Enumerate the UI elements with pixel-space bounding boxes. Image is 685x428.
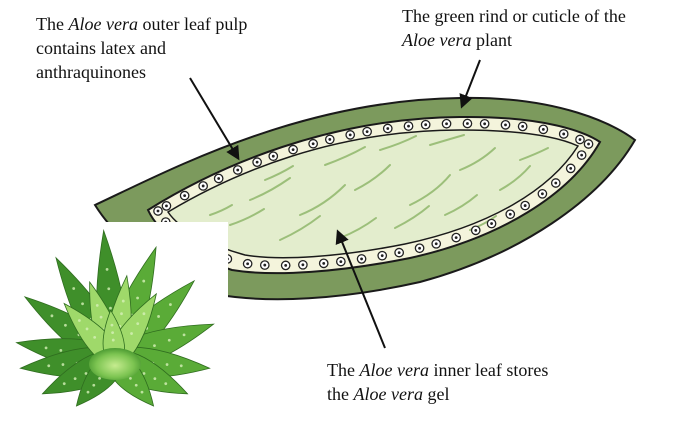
cell-dot-icon: [346, 131, 354, 139]
cell-dot-icon: [162, 202, 170, 210]
cell-dot-icon: [269, 152, 277, 160]
cell-dot-icon: [463, 119, 471, 127]
cell-dot-icon: [584, 140, 592, 148]
cell-dot-icon: [518, 122, 526, 130]
cell-dot-icon: [501, 121, 509, 129]
cell-dot-icon: [521, 201, 529, 209]
cell-dot-icon: [320, 259, 328, 267]
cell-dot-icon: [552, 179, 560, 187]
cell-dot-icon: [363, 127, 371, 135]
cell-dot-icon: [384, 124, 392, 132]
cell-dot-icon: [538, 190, 546, 198]
cell-dot-icon: [378, 251, 386, 259]
cell-dot-icon: [472, 226, 480, 234]
cell-dot-icon: [309, 140, 317, 148]
cell-dot-icon: [154, 207, 162, 215]
cell-dot-icon: [421, 120, 429, 128]
cell-dot-icon: [576, 135, 584, 143]
cell-dot-icon: [289, 145, 297, 153]
cell-dot-icon: [415, 244, 423, 252]
cell-dot-icon: [539, 125, 547, 133]
cell-dot-icon: [199, 182, 207, 190]
inner-leaf-label: The Aloe vera inner leaf stores the Aloe…: [327, 358, 548, 406]
cell-dot-icon: [452, 233, 460, 241]
cell-dot-icon: [442, 120, 450, 128]
cell-dot-icon: [506, 210, 514, 218]
outer-pulp-label: The Aloe vera outer leaf pulp contains l…: [36, 12, 247, 84]
rind-label: The green rind or cuticle of the Aloe ve…: [402, 4, 626, 52]
cell-dot-icon: [432, 240, 440, 248]
cell-dot-icon: [560, 130, 568, 138]
cell-dot-icon: [180, 191, 188, 199]
cell-dot-icon: [480, 120, 488, 128]
cell-dot-icon: [357, 255, 365, 263]
cell-dot-icon: [243, 260, 251, 268]
cell-dot-icon: [337, 257, 345, 265]
cell-dot-icon: [395, 248, 403, 256]
cell-dot-icon: [326, 135, 334, 143]
outer-pulp-pointer: [190, 78, 238, 158]
cell-dot-icon: [566, 164, 574, 172]
cell-dot-icon: [261, 261, 269, 269]
cell-dot-icon: [487, 219, 495, 227]
cell-dot-icon: [281, 261, 289, 269]
cell-dot-icon: [253, 158, 261, 166]
cell-dot-icon: [404, 122, 412, 130]
cell-dot-icon: [234, 166, 242, 174]
cell-dot-icon: [577, 151, 585, 159]
cell-dot-icon: [214, 174, 222, 182]
cell-dot-icon: [299, 261, 307, 269]
